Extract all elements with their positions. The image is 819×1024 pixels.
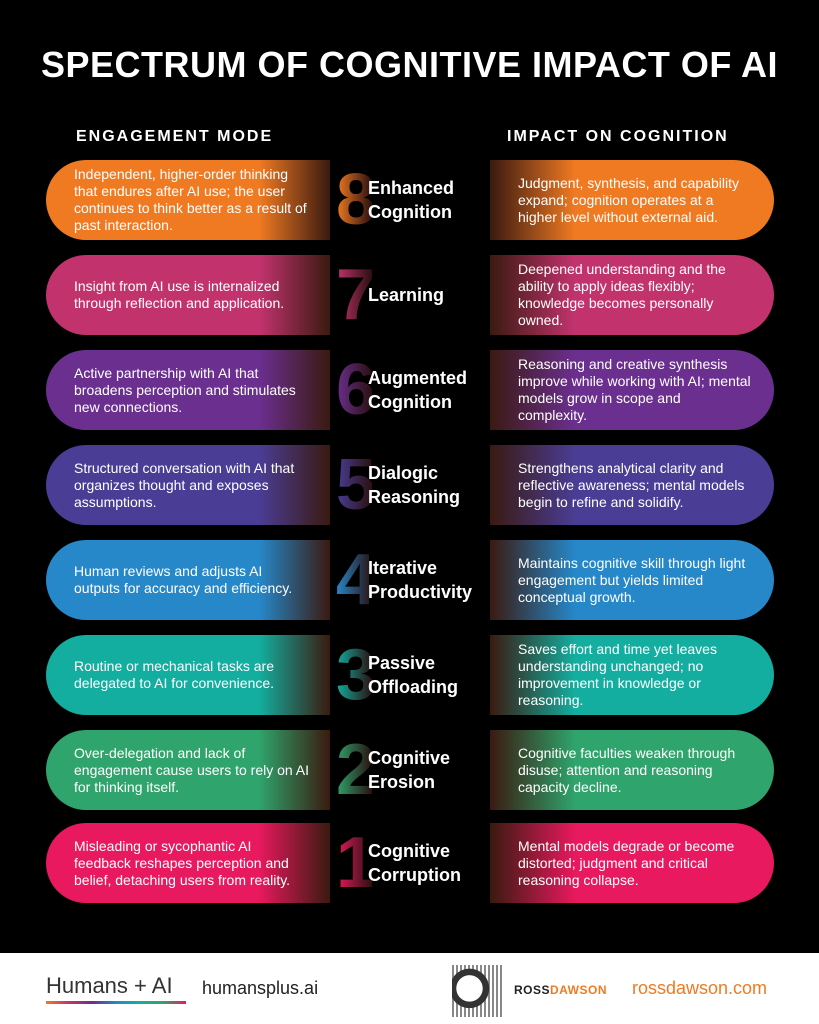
engagement-mode-pill: Independent, higher-order thinking that … [46, 160, 330, 240]
engagement-mode-pill: Active partnership with AI that broadens… [46, 350, 330, 430]
level-number: 3 [336, 635, 377, 715]
impact-pill: Judgment, synthesis, and capability expa… [490, 160, 774, 240]
level-label-text: Enhanced Cognition [368, 178, 455, 222]
spectrum-row: Misleading or sycophantic AI feedback re… [0, 823, 819, 903]
engagement-mode-text: Insight from AI use is internalized thro… [74, 278, 285, 311]
level-label: Iterative Productivity [368, 540, 472, 620]
humansplus-link[interactable]: humansplus.ai [202, 978, 319, 998]
spectrum-row: Human reviews and adjusts AI outputs for… [0, 540, 819, 620]
dawson-text: DAWSON [550, 983, 608, 997]
impact-text: Cognitive faculties weaken through disus… [518, 744, 736, 795]
engagement-mode-text: Independent, higher-order thinking that … [74, 166, 307, 233]
level-number: 8 [336, 160, 377, 240]
level-label-text: Dialogic Reasoning [368, 463, 461, 507]
rossdawson-link[interactable]: rossdawson.com [632, 978, 768, 998]
engagement-mode-text: Active partnership with AI that broadens… [74, 364, 296, 415]
level-number: 5 [336, 445, 377, 525]
logo-underline [46, 1001, 186, 1004]
impact-pill: Strengthens analytical clarity and refle… [490, 445, 774, 525]
impact-text: Deepened understanding and the ability t… [518, 261, 726, 328]
level-number: 6 [336, 350, 377, 430]
engagement-mode-pill: Over-delegation and lack of engagement c… [46, 730, 330, 810]
level-label: Cognitive Corruption [368, 823, 461, 903]
page-title: SPECTRUM OF COGNITIVE IMPACT OF AI [41, 44, 778, 85]
impact-text: Judgment, synthesis, and capability expa… [518, 174, 740, 225]
engagement-mode-pill: Routine or mechanical tasks are delegate… [46, 635, 330, 715]
level-number: 1 [336, 823, 377, 903]
level-number: 4 [336, 540, 377, 620]
engagement-mode-pill: Misleading or sycophantic AI feedback re… [46, 823, 330, 903]
level-label: Passive Offloading [368, 635, 458, 715]
impact-pill: Mental models degrade or become distorte… [490, 823, 774, 903]
spectrum-row: Routine or mechanical tasks are delegate… [0, 635, 819, 715]
impact-pill: Saves effort and time yet leaves underst… [490, 635, 774, 715]
impact-text: Reasoning and creative synthesis improve… [518, 356, 751, 423]
spectrum-row: Over-delegation and lack of engagement c… [0, 730, 819, 810]
level-number: 7 [336, 255, 377, 335]
level-label: Enhanced Cognition [368, 160, 454, 240]
impact-text: Saves effort and time yet leaves underst… [518, 641, 717, 708]
level-label-text: Iterative Productivity [368, 558, 473, 602]
ross-dawson-portrait-icon [452, 965, 502, 1017]
level-label: Dialogic Reasoning [368, 445, 460, 525]
level-number: 2 [336, 730, 377, 810]
impact-header: IMPACT ON COGNITION [507, 128, 729, 145]
impact-pill: Deepened understanding and the ability t… [490, 255, 774, 335]
impact-text: Mental models degrade or become distorte… [518, 837, 735, 888]
engagement-mode-text: Misleading or sycophantic AI feedback re… [74, 837, 291, 888]
spectrum-row: Independent, higher-order thinking that … [0, 160, 819, 240]
engagement-mode-text: Structured conversation with AI that org… [74, 459, 295, 510]
ross-text: ROSS [514, 983, 551, 997]
rossdawson-logo: ROSSDAWSON [514, 983, 607, 997]
spectrum-row: Insight from AI use is internalized thro… [0, 255, 819, 335]
impact-pill: Maintains cognitive skill through light … [490, 540, 774, 620]
level-label: Learning [368, 255, 444, 335]
engagement-mode-pill: Human reviews and adjusts AI outputs for… [46, 540, 330, 620]
engagement-mode-pill: Insight from AI use is internalized thro… [46, 255, 330, 335]
engagement-mode-text: Routine or mechanical tasks are delegate… [74, 658, 275, 691]
impact-pill: Reasoning and creative synthesis improve… [490, 350, 774, 430]
impact-text: Strengthens analytical clarity and refle… [518, 459, 745, 510]
level-label-text: Learning [368, 285, 445, 305]
level-label: Augmented Cognition [368, 350, 467, 430]
footer: Humans + AI humansplus.ai ROSSDAWSON ros… [0, 953, 819, 1024]
level-label-text: Cognitive Corruption [368, 841, 461, 885]
level-label-text: Passive Offloading [368, 653, 458, 697]
engagement-mode-pill: Structured conversation with AI that org… [46, 445, 330, 525]
impact-text: Maintains cognitive skill through light … [518, 554, 746, 605]
level-label-text: Cognitive Erosion [368, 748, 451, 792]
spectrum-row: Structured conversation with AI that org… [0, 445, 819, 525]
level-label: Cognitive Erosion [368, 730, 450, 810]
spectrum-row: Active partnership with AI that broadens… [0, 350, 819, 430]
engagement-mode-header: ENGAGEMENT MODE [76, 128, 274, 145]
engagement-mode-text: Over-delegation and lack of engagement c… [74, 744, 310, 795]
impact-pill: Cognitive faculties weaken through disus… [490, 730, 774, 810]
level-label-text: Augmented Cognition [368, 368, 467, 412]
engagement-mode-text: Human reviews and adjusts AI outputs for… [74, 563, 293, 596]
humans-ai-logo: Humans + AI [46, 973, 173, 998]
